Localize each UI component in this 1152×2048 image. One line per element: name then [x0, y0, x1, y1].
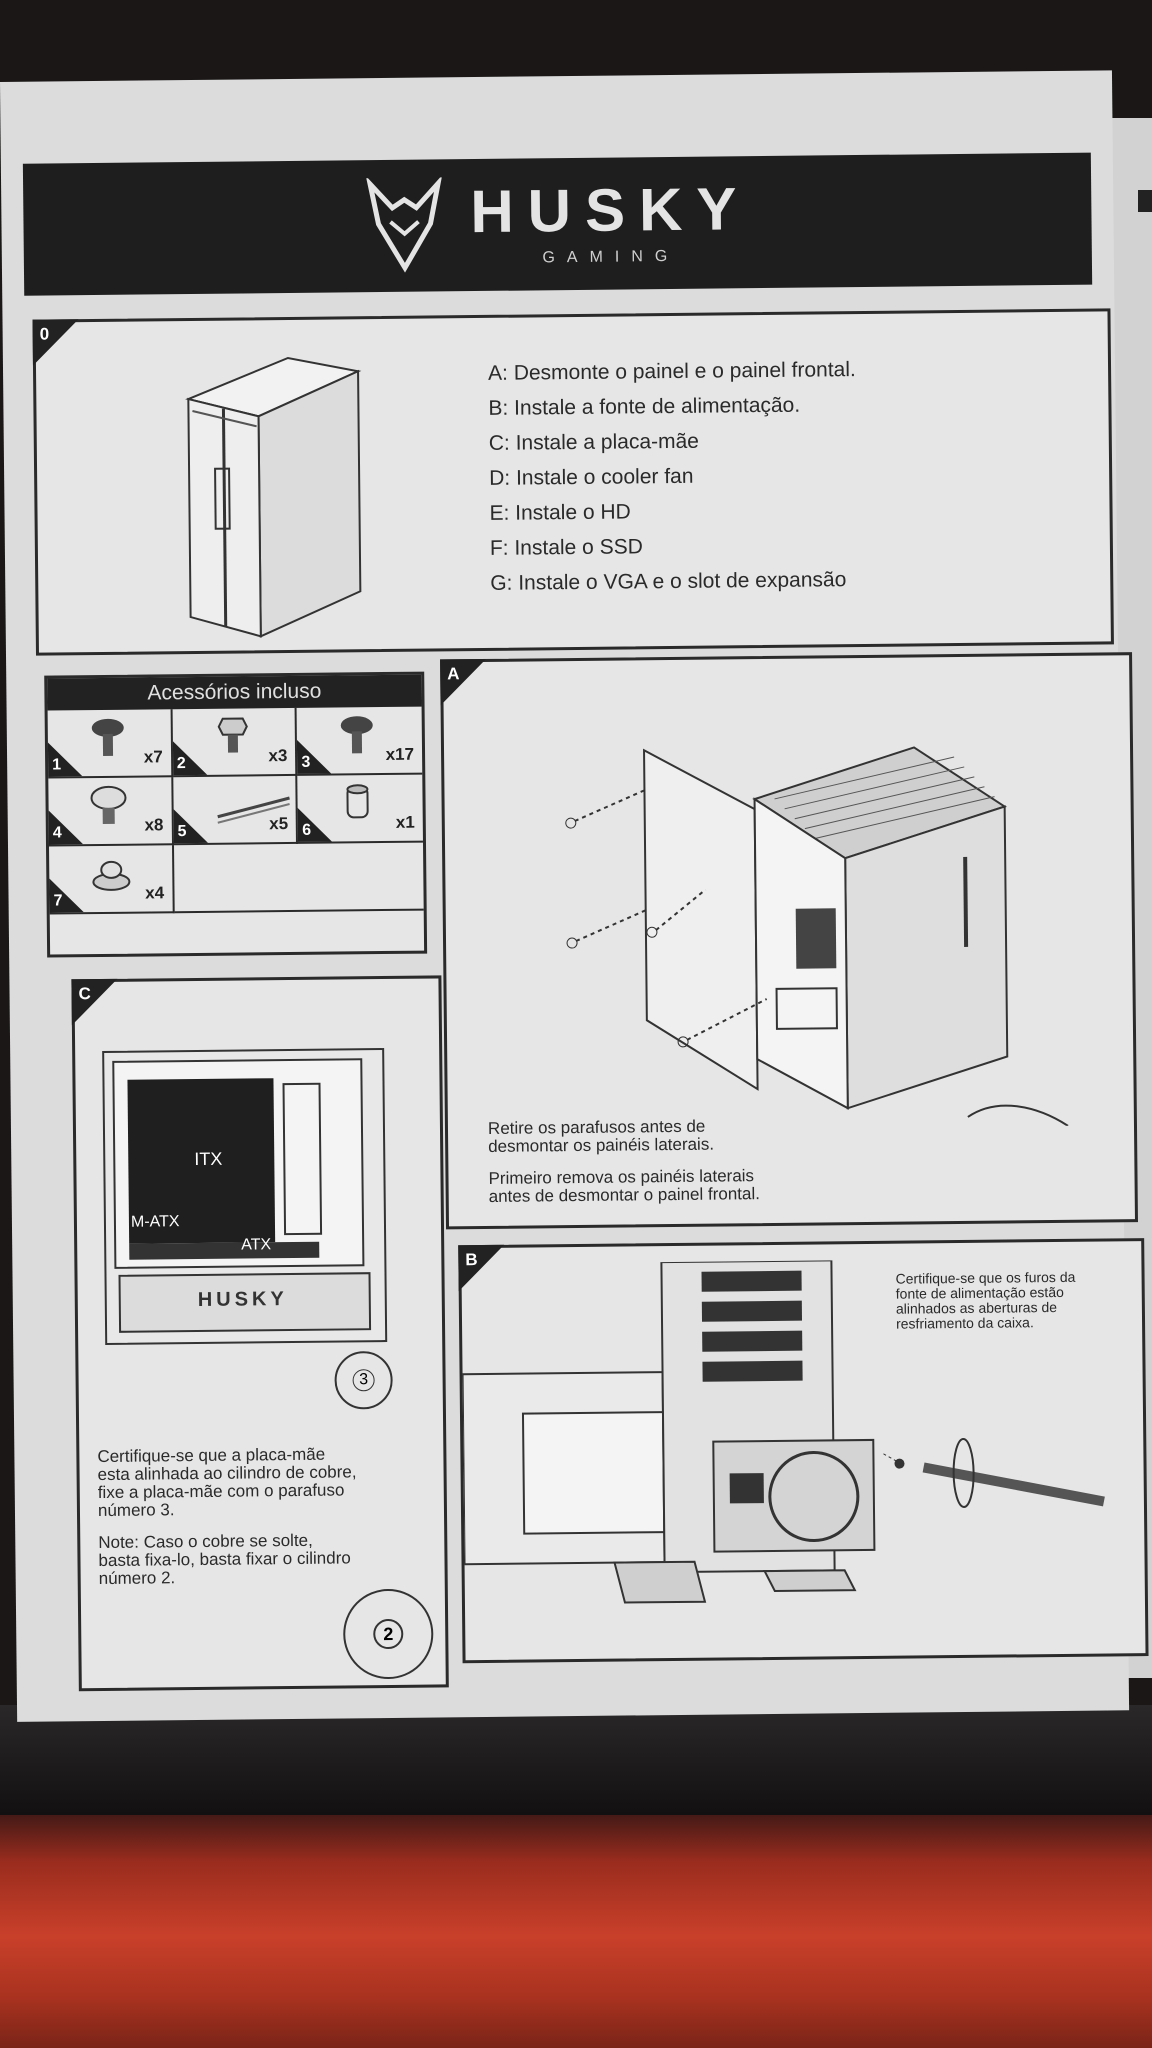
screw-icon — [341, 716, 374, 754]
accessory-number-tag: 1 — [47, 742, 83, 777]
accessory-number: 5 — [177, 823, 187, 841]
panel-c-note-1: Certifique-se que a placa-mãe esta alinh… — [97, 1444, 357, 1521]
accessory-qty: x8 — [144, 815, 164, 835]
panel-step-a: A Re — [440, 652, 1139, 1230]
step-item: B: Instale a fonte de alimentação. — [488, 393, 801, 420]
rubber-foot-icon — [92, 860, 131, 891]
screwdriver-icon — [883, 1437, 1105, 1508]
screw-icon — [91, 718, 124, 756]
accessory-number: 3 — [301, 753, 311, 771]
accessory-qty: x4 — [145, 883, 165, 903]
board-label-matx: M-ATX — [130, 1213, 180, 1231]
accessory-item: 4 x8 — [48, 777, 174, 847]
panel-accessories: Acessórios incluso 1 x7 2 x3 3 x17 4 x8 — [44, 671, 428, 958]
step-list: A: Desmonte o painel e o painel frontal.… — [488, 352, 858, 601]
pc-case-illustration — [185, 356, 362, 638]
case-logo-text: HUSKY — [197, 1288, 288, 1311]
accessory-number-tag: 3 — [297, 739, 332, 774]
screw-reference-number: 3 — [352, 1369, 375, 1392]
accessory-empty-cell — [173, 842, 424, 914]
panel-step-b: B Certifique-se que os furos da fonte de… — [458, 1238, 1149, 1664]
standoff-reference-number: 2 — [373, 1618, 404, 1650]
accessory-item: 1 x7 — [47, 709, 173, 779]
next-page-flag — [1138, 190, 1152, 212]
brand-subtitle: GAMING — [542, 247, 680, 267]
accessories-title: Acessórios incluso — [47, 674, 422, 711]
accessory-qty: x3 — [268, 746, 288, 766]
board-label-atx: ATX — [241, 1236, 272, 1254]
panel-a-note-1: Retire os parafusos antes de desmontar o… — [487, 1116, 715, 1156]
accessory-item: 3 x17 — [296, 706, 423, 776]
accessory-item: 6 x1 — [297, 774, 423, 844]
accessory-qty: x7 — [143, 747, 163, 767]
panel-label: A — [447, 664, 460, 684]
cable-tie-icon — [216, 796, 290, 824]
screw-reference-icon: 3 — [334, 1350, 393, 1410]
motherboard-mount-illustration — [102, 1048, 388, 1345]
panel-label: 0 — [39, 324, 50, 344]
accessory-item: 7 x4 — [49, 845, 175, 915]
panel-a-note-2: Primeiro remova os painéis laterais ante… — [488, 1166, 761, 1206]
step-item: A: Desmonte o painel e o painel frontal. — [487, 358, 856, 385]
accessory-number: 2 — [176, 755, 186, 773]
step-item: G: Instale o VGA e o slot de expansão — [490, 568, 847, 595]
accessory-number-tag: 2 — [172, 740, 207, 776]
brand-name: HUSKY — [470, 175, 751, 246]
accessories-grid: 1 x7 2 x3 3 x17 4 x8 5 x5 — [47, 706, 424, 915]
husky-logo-icon — [365, 177, 443, 273]
step-item: D: Instale o cooler fan — [489, 464, 694, 490]
accessory-number-tag: 5 — [173, 808, 208, 844]
panel-step-c: C ITX M-ATX ATX HUSKY 3 Certifique-se qu… — [71, 975, 449, 1692]
accessory-number-tag: 4 — [48, 810, 83, 845]
background-shelf — [0, 1705, 1152, 1815]
psu-install-illustration — [461, 1259, 876, 1604]
panel-overview: 0 A: Desmonte o painel e o painel fronta… — [32, 308, 1114, 656]
accessory-number-tag: 7 — [49, 878, 84, 913]
step-item: E: Instale o HD — [489, 500, 631, 525]
accessory-qty: x17 — [385, 744, 415, 764]
accessory-number: 6 — [302, 821, 312, 839]
step-item: F: Instale o SSD — [489, 535, 643, 560]
standoff-reference-icon: 2 — [342, 1588, 434, 1680]
accessory-item: 5 x5 — [172, 775, 299, 846]
accessory-number-tag: 6 — [297, 807, 333, 842]
accessory-item: 2 x3 — [172, 707, 298, 778]
accessory-number: 7 — [53, 892, 63, 910]
accessory-qty: x5 — [269, 814, 289, 834]
panel-c-note-2: Note: Caso o cobre se solte, basta fixa-… — [98, 1530, 351, 1589]
brand-header: HUSKY GAMING — [22, 152, 1093, 296]
step-item: C: Instale a placa-mãe — [488, 429, 700, 455]
case-disassembly-illustration — [565, 746, 1069, 1127]
accessory-number: 4 — [52, 824, 62, 842]
panel-b-note: Certifique-se que os furos da fonte de a… — [895, 1268, 1076, 1332]
standoff-icon — [217, 717, 248, 753]
accessory-qty: x1 — [395, 812, 415, 832]
background-fabric — [0, 1800, 1152, 2048]
thumbscrew-icon — [90, 785, 127, 824]
accessory-number: 1 — [52, 756, 62, 774]
panel-label: C — [78, 984, 91, 1004]
manual-sheet: HUSKY GAMING 0 A: Desmonte o painel e o … — [0, 70, 1149, 1722]
board-label-itx: ITX — [194, 1148, 223, 1170]
spacer-icon — [346, 784, 369, 819]
